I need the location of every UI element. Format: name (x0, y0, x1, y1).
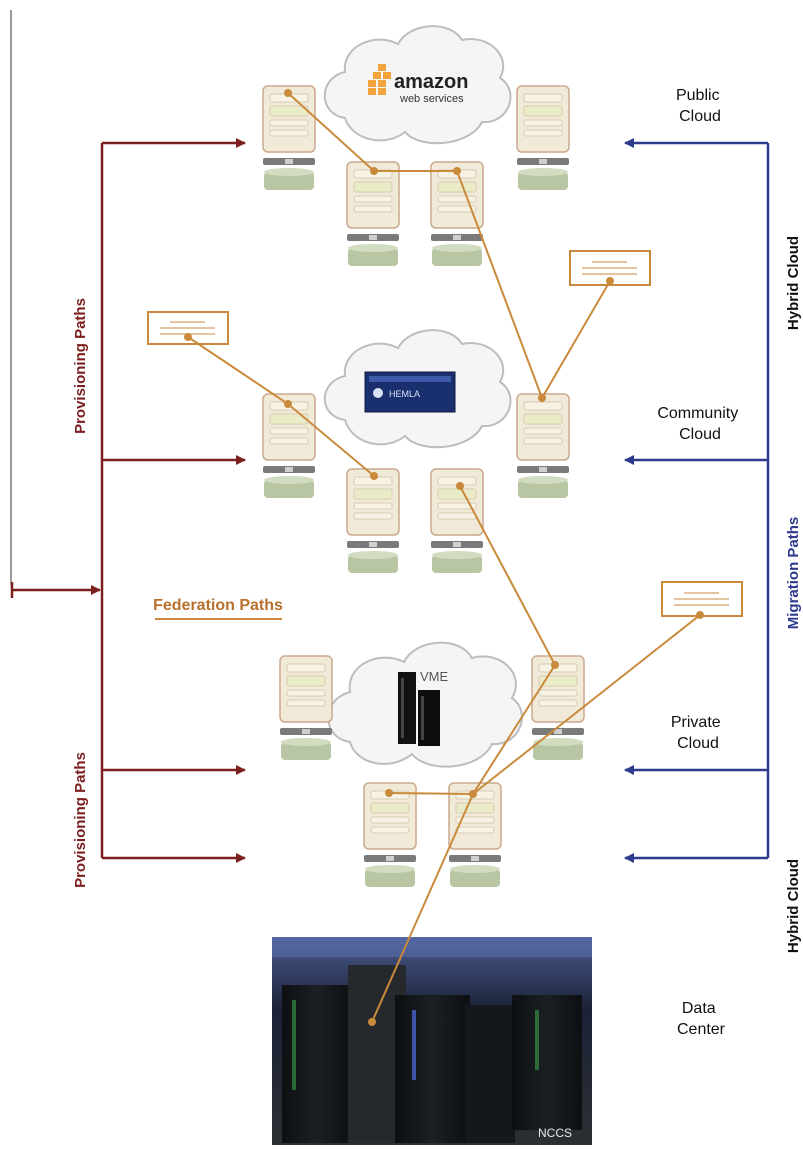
hemla-text: HEMLA (389, 389, 420, 399)
web-services-text: web services (399, 93, 464, 105)
provisioning-paths-top-label: Provisioning Paths (72, 298, 89, 434)
public-cloud-label: Public Cloud (676, 87, 724, 125)
vme-text: VME (420, 669, 449, 684)
server-icon (262, 85, 316, 190)
server-icon (346, 161, 400, 266)
server-icon (346, 468, 400, 573)
server-icon (516, 393, 570, 498)
server-icon (279, 655, 333, 760)
migration-paths-label: Migration Paths (785, 517, 802, 630)
certificate-icon (661, 581, 743, 617)
provisioning-paths-lines (10, 138, 246, 863)
provisioning-paths-bottom-label: Provisioning Paths (72, 752, 89, 888)
hybrid-cloud-bottom-label: Hybrid Cloud (785, 859, 802, 953)
server-icon (430, 161, 484, 266)
server-icon (531, 655, 585, 760)
community-cloud: HEMLA (323, 329, 512, 449)
server-icon (516, 85, 570, 190)
server-icon (448, 782, 502, 887)
vme-server-icon (398, 672, 440, 746)
server-icon (363, 782, 417, 887)
community-cloud-label: Community Cloud (657, 405, 742, 443)
migration-paths-lines (624, 138, 770, 863)
amazon-text: amazon (394, 71, 468, 93)
nccs-data-center-image: NCCS (272, 937, 592, 1145)
federation-path-nodes (184, 89, 704, 1026)
private-cloud-label: Private Cloud (671, 714, 725, 752)
federation-paths-label: Federation Paths (153, 597, 283, 614)
nccs-text: NCCS (538, 1126, 572, 1140)
amazon-cloud: amazon web services (323, 25, 512, 145)
hybrid-cloud-top-label: Hybrid Cloud (785, 236, 802, 330)
amazon-logo-icon (368, 64, 391, 95)
data-center-label: Data Center (677, 1000, 726, 1038)
private-cloud: VME (327, 641, 523, 768)
servers-group (262, 85, 585, 887)
server-icon (262, 393, 316, 498)
